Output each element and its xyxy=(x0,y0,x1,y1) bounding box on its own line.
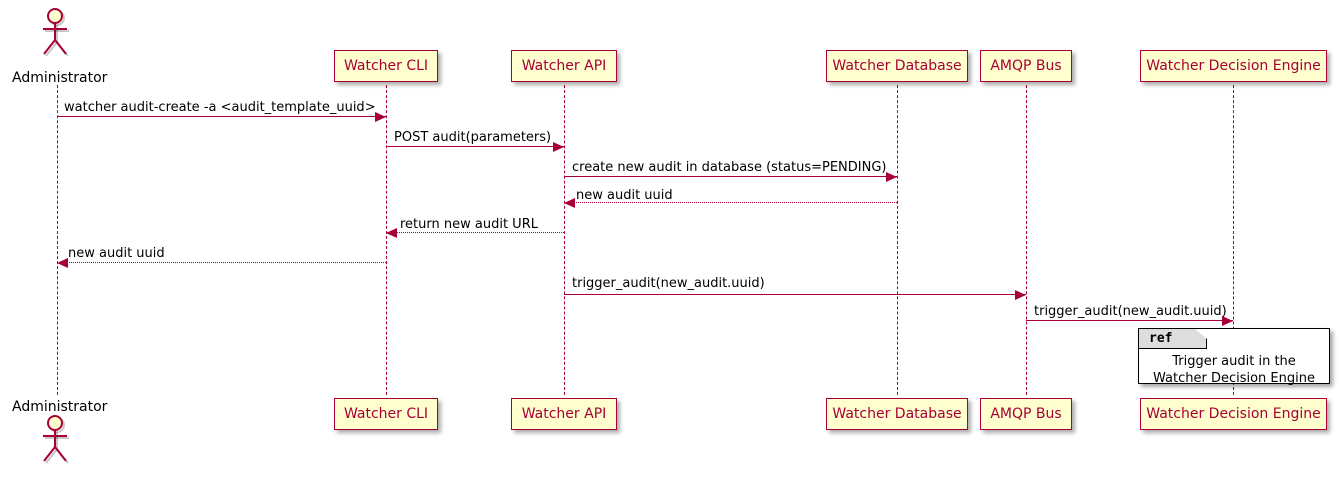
message-line-m6 xyxy=(57,262,386,263)
participant-box-watcher-database[interactable]: Watcher Database xyxy=(826,50,968,82)
message-line-m1 xyxy=(57,116,386,117)
participant-label: AMQP Bus xyxy=(990,58,1062,74)
message-label-m8: trigger_audit(new_audit.uuid) xyxy=(1034,304,1227,319)
participant-box-amqp-bus[interactable]: AMQP Bus xyxy=(980,398,1072,430)
participant-label: Watcher CLI xyxy=(343,58,429,74)
message-arrowhead-m5 xyxy=(386,228,397,238)
actor-figure-administrator[interactable] xyxy=(37,8,77,58)
message-label-m5: return new audit URL xyxy=(400,217,538,232)
participant-label: Watcher CLI xyxy=(343,406,429,422)
ref-fragment-line: Trigger audit in the xyxy=(1172,354,1296,369)
message-arrowhead-m8 xyxy=(1222,316,1233,326)
participant-box-watcher-cli[interactable]: Watcher CLI xyxy=(334,50,438,82)
message-label-m3: create new audit in database (status=PEN… xyxy=(572,160,887,175)
message-label-m1: watcher audit-create -a <audit_template_… xyxy=(64,100,376,115)
message-label-m6: new audit uuid xyxy=(68,246,165,261)
lifeline-watcher-api xyxy=(564,85,565,395)
message-line-m2 xyxy=(386,146,564,147)
lifeline-watcher-database xyxy=(897,85,898,395)
participant-box-watcher-api[interactable]: Watcher API xyxy=(511,398,617,430)
participant-label: Watcher Decision Engine xyxy=(1146,58,1321,74)
message-line-m5 xyxy=(386,232,564,233)
message-arrowhead-m4 xyxy=(564,198,575,208)
actor-figure-administrator[interactable] xyxy=(37,415,77,465)
participant-label: AMQP Bus xyxy=(990,406,1062,422)
ref-fragment-header-label: ref xyxy=(1149,331,1173,346)
message-arrowhead-m1 xyxy=(375,112,386,122)
ref-fragment-header-tab xyxy=(1139,329,1207,349)
participant-box-watcher-api[interactable]: Watcher API xyxy=(511,50,617,82)
message-arrowhead-m2 xyxy=(553,142,564,152)
participant-box-watcher-decision-engine[interactable]: Watcher Decision Engine xyxy=(1140,398,1327,430)
participant-label: Watcher Decision Engine xyxy=(1146,406,1321,422)
message-label-m7: trigger_audit(new_audit.uuid) xyxy=(572,276,765,291)
lifeline-administrator xyxy=(57,85,58,395)
participant-label: Watcher Database xyxy=(832,406,962,422)
message-label-m2: POST audit(parameters) xyxy=(394,130,552,145)
actor-label-administrator: Administrator xyxy=(12,70,108,86)
participant-box-watcher-decision-engine[interactable]: Watcher Decision Engine xyxy=(1140,50,1327,82)
message-arrowhead-m7 xyxy=(1015,290,1026,300)
participant-label: Watcher API xyxy=(521,58,607,74)
participant-label: Watcher Database xyxy=(832,58,962,74)
participant-box-watcher-cli[interactable]: Watcher CLI xyxy=(334,398,438,430)
message-arrowhead-m3 xyxy=(886,172,897,182)
message-line-m7 xyxy=(564,294,1026,295)
message-line-m4 xyxy=(564,202,897,203)
actor-label-administrator: Administrator xyxy=(12,399,108,415)
message-line-m3 xyxy=(564,176,897,177)
participant-box-watcher-database[interactable]: Watcher Database xyxy=(826,398,968,430)
ref-fragment-line: Watcher Decision Engine xyxy=(1153,371,1315,386)
participant-box-amqp-bus[interactable]: AMQP Bus xyxy=(980,50,1072,82)
lifeline-amqp-bus xyxy=(1026,85,1027,395)
message-line-m8 xyxy=(1026,320,1233,321)
participant-label: Watcher API xyxy=(521,406,607,422)
lifeline-watcher-cli xyxy=(386,85,387,395)
message-label-m4: new audit uuid xyxy=(576,188,673,203)
message-arrowhead-m6 xyxy=(57,258,68,268)
lifeline-watcher-decision-engine xyxy=(1233,85,1234,395)
